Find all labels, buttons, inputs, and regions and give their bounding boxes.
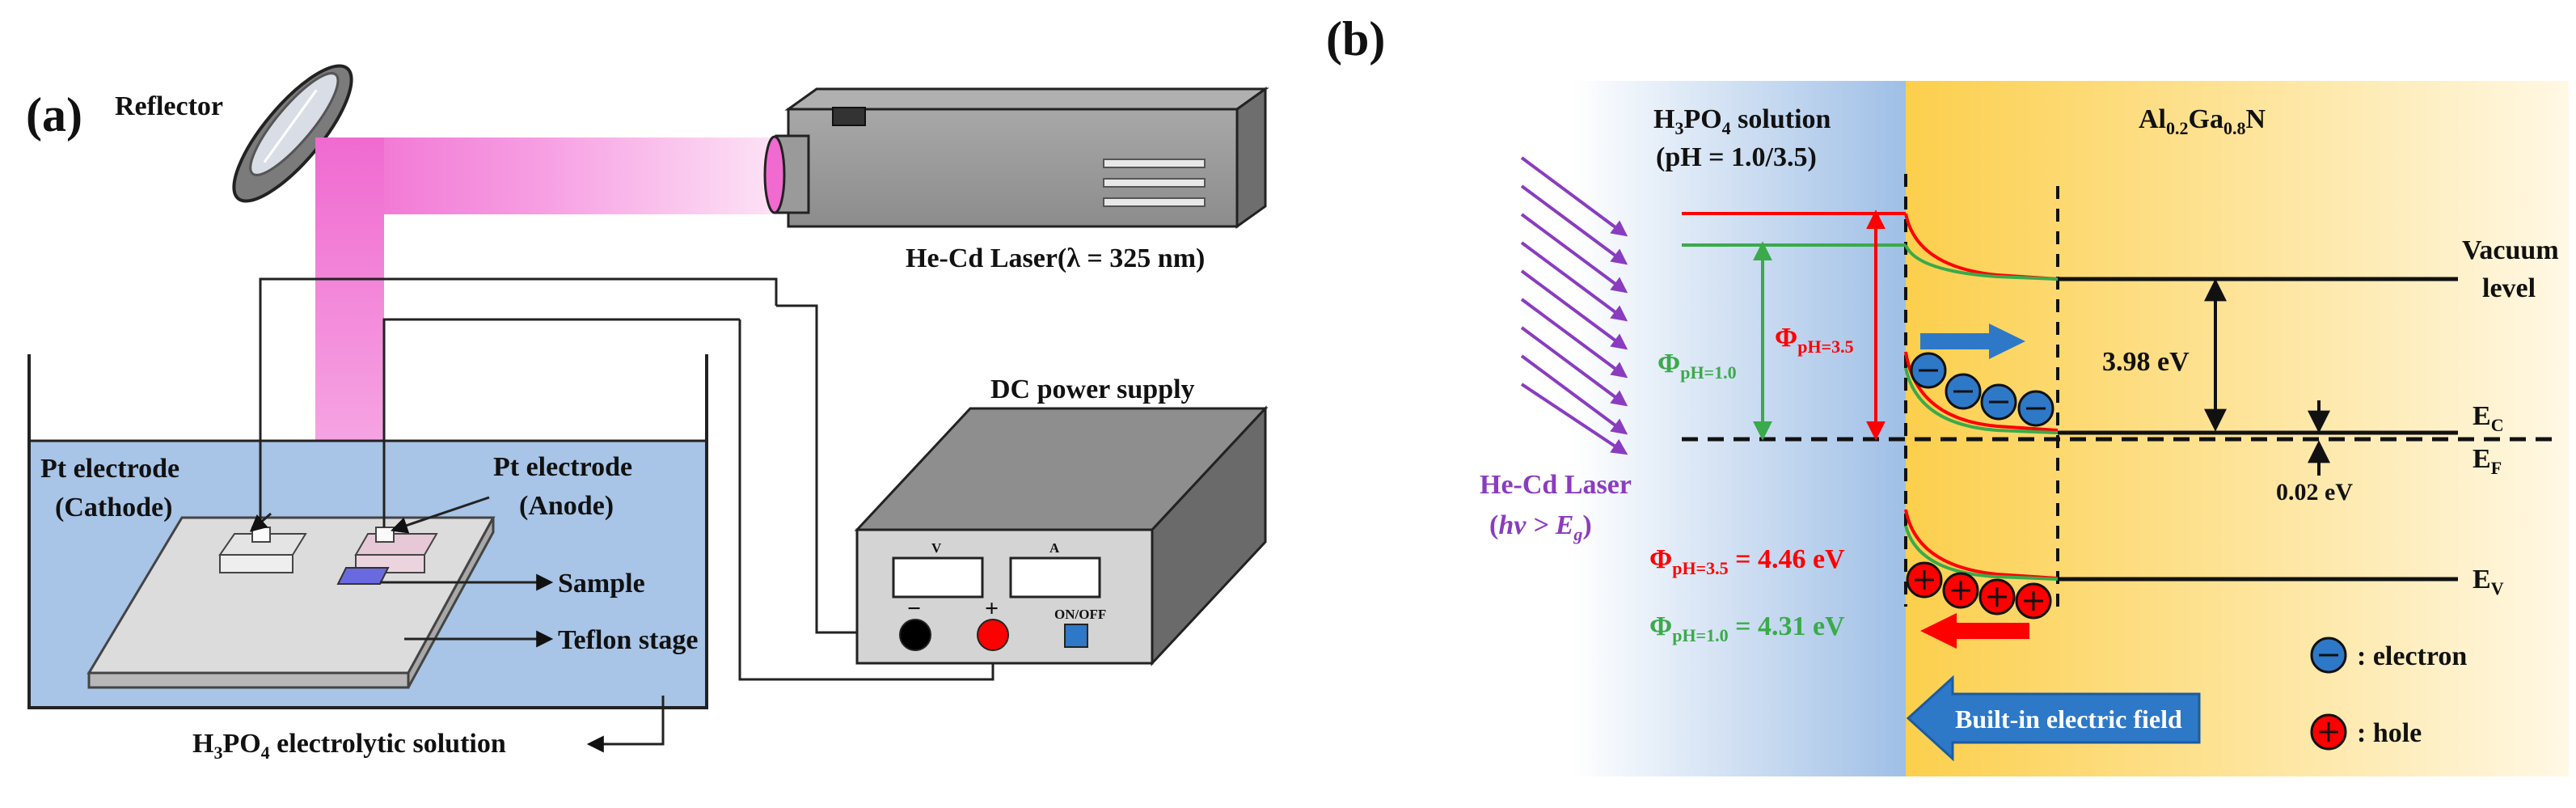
electrons-group: [1910, 352, 2054, 427]
panel-a-tag: (a): [26, 88, 82, 142]
ev-label: EV: [2473, 565, 2504, 599]
semiconductor-region: [1906, 81, 2569, 776]
legend-electron-icon: [2310, 637, 2347, 674]
solution-label: H3PO4 solution: [1653, 104, 1831, 138]
electron-icon: [1910, 352, 1947, 389]
laser-label: He-Cd Laser(λ = 325 nm): [906, 243, 1205, 273]
incident-light-arrows: [1520, 156, 1628, 455]
reflector-label: Reflector: [115, 91, 223, 121]
electron-icon: [2017, 390, 2054, 427]
plus-label: +: [985, 595, 999, 622]
solution-ph-label: (pH = 1.0/3.5): [1656, 142, 1817, 172]
voltmeter-label: V: [931, 540, 942, 556]
sample-chip: [336, 567, 390, 585]
he-cd-laser-icon: [763, 87, 1269, 229]
conduction-bend-ph10: [1904, 367, 2059, 434]
minus-label: −: [907, 595, 921, 622]
electron-icon: [1980, 383, 2017, 421]
hecd-label-1: He-Cd Laser: [1480, 470, 1632, 500]
hole-icon: [1906, 561, 1943, 599]
electrolyte-label: H3PO4 electrolytic solution: [192, 729, 506, 763]
anode-label-1: Pt electrode: [493, 452, 632, 482]
sample-label: Sample: [558, 569, 645, 599]
electrolyte-leader: [586, 696, 665, 753]
hole-drift-arrow: [1920, 613, 2029, 649]
electron-drift-arrow: [1920, 324, 2025, 359]
ef-label: EF: [2473, 444, 2502, 478]
ec-label: EC: [2473, 401, 2504, 435]
semiconductor-label: Al0.2Ga0.8N: [2139, 104, 2266, 138]
solution-region: [1573, 81, 1906, 776]
anode-label-2: (Anode): [519, 491, 614, 521]
dc-power-supply-icon: [854, 405, 1269, 666]
vacuum-bend-ph35: [1904, 213, 2059, 281]
legend-hole-icon: [2310, 713, 2347, 751]
anode-pointer: [391, 496, 490, 534]
cathode-label-2: (Cathode): [55, 493, 172, 522]
phi-ph10-value: ΦpH=1.0 = 4.31 eV: [1649, 611, 1845, 645]
power-switch-icon: [1064, 624, 1088, 648]
vacuum-bend-ph10: [1904, 244, 2059, 281]
negative-terminal-icon: [899, 619, 931, 651]
teflon-label: Teflon stage: [558, 625, 698, 655]
cathode-pointer: [249, 512, 272, 532]
panel-b: (b) H3PO4 solution (pH = 1.0/3.5) Al0.2G…: [1326, 12, 2569, 776]
ammeter-label: A: [1049, 540, 1060, 556]
phi-ph10-label: ΦpH=1.0: [1658, 349, 1737, 383]
hecd-label-2: (hv > Eg): [1489, 510, 1592, 544]
dc-supply-label: DC power supply: [990, 374, 1195, 404]
positive-terminal-icon: [977, 619, 1009, 651]
legend-hole-label: : hole: [2357, 718, 2422, 748]
valence-bend-ph35: [1904, 509, 2059, 580]
panel-a: (a) Reflector He-Cd Laser(λ = 325 nm): [26, 64, 1269, 763]
vacuum-label-2: level: [2482, 273, 2536, 303]
phi-ph35-value: ΦpH=3.5 = 4.46 eV: [1649, 544, 1845, 578]
electron-icon: [1945, 373, 1982, 410]
gap-398-label: 3.98 eV: [2102, 347, 2190, 377]
cathode-label-1: Pt electrode: [40, 454, 179, 484]
phi-ph35-label: ΦpH=3.5: [1775, 323, 1854, 357]
laser-beam-horizontal: [315, 137, 780, 214]
hole-icon: [1942, 572, 1979, 609]
valence-bend-ph10: [1904, 525, 2059, 581]
reflector-icon: [232, 64, 353, 203]
gap-002-label: 0.02 eV: [2276, 479, 2353, 506]
vacuum-label-1: Vacuum: [2462, 235, 2559, 265]
onoff-label: ON/OFF: [1054, 607, 1106, 622]
built-in-field-label: Built-in electric field: [1955, 704, 2182, 734]
hole-icon: [1978, 578, 2016, 616]
hole-icon: [2015, 582, 2052, 620]
built-in-field-arrow: [1906, 675, 2201, 762]
anode-electrode-icon: [336, 527, 438, 585]
holes-group: [1906, 561, 2052, 620]
conduction-bend-ph35: [1904, 351, 2059, 432]
panel-b-tag: (b): [1326, 12, 1385, 66]
legend-electron-label: : electron: [2357, 641, 2467, 671]
